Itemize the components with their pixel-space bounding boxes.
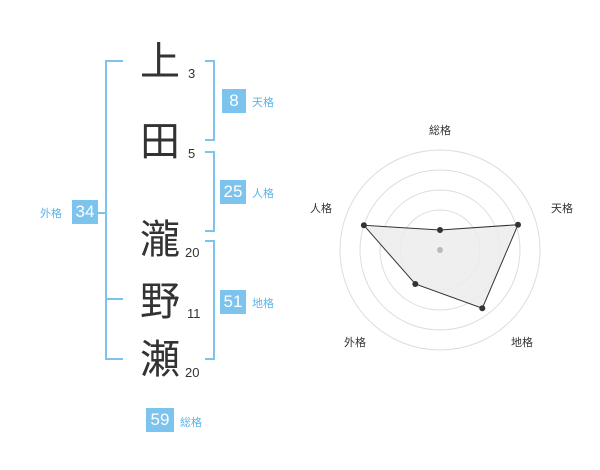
chikaku-bracket-top [205,240,215,242]
soukaku-value-badge: 59 [146,408,174,432]
jinkaku-bracket-top [205,151,215,153]
chikaku-bracket-bottom [205,358,215,360]
tenkaku-bracket-top [205,60,215,62]
radar-polygon [362,224,519,309]
radar-point-chikaku [479,305,486,312]
radar-label-gaikaku: 外格 [344,335,366,349]
gaikaku-bracket-top [105,60,123,62]
radar-points [360,221,521,312]
tenkaku-bracket [213,60,215,139]
radar-point-gaikaku [412,281,419,287]
radar-label-chikaku: 地格 [511,335,533,349]
radar-label-tenkaku: 天格 [551,201,573,215]
radar-label-soukaku: 総格 [429,123,451,137]
chikaku-value-badge: 51 [220,290,246,314]
jinkaku-value-badge: 25 [220,180,246,204]
stroke-count-2: 5 [188,146,196,161]
name-char-3: 瀧 [140,217,180,263]
stroke-count-3: 20 [185,245,200,260]
stroke-count-4: 11 [187,306,201,321]
radar-center-dot [437,247,443,253]
radar-point-soukaku [437,227,443,233]
radar-point-jinkaku [360,222,367,229]
gaikaku-bracket-mid [105,298,123,300]
radar-ring-1 [339,149,541,351]
radar-ring-2 [359,169,521,331]
radar-point-tenkaku [515,221,521,228]
soukaku-label: 総格 [180,416,202,429]
name-char-2: 田 [140,119,180,165]
tenkaku-label: 天格 [252,96,274,109]
gaikaku-label: 外格 [40,207,62,220]
jinkaku-bracket [213,151,215,230]
stroke-count-1: 3 [188,66,196,81]
jinkaku-bracket-bottom [205,230,215,232]
name-char-1: 上 [140,39,180,85]
gaikaku-connector [98,212,105,214]
name-char-4: 野 [140,279,180,325]
gaikaku-bracket [105,60,107,358]
jinkaku-label: 人格 [252,187,274,200]
chikaku-bracket [213,240,215,358]
gaikaku-value-badge: 34 [72,200,98,224]
tenkaku-bracket-bottom [205,139,215,141]
radar-label-jinkaku: 人格 [310,201,332,215]
chikaku-label: 地格 [252,297,274,310]
stroke-count-5: 20 [185,365,200,380]
tenkaku-value-badge: 8 [222,89,246,113]
gaikaku-bracket-bottom [105,358,123,360]
name-char-5: 瀬 [140,337,180,383]
